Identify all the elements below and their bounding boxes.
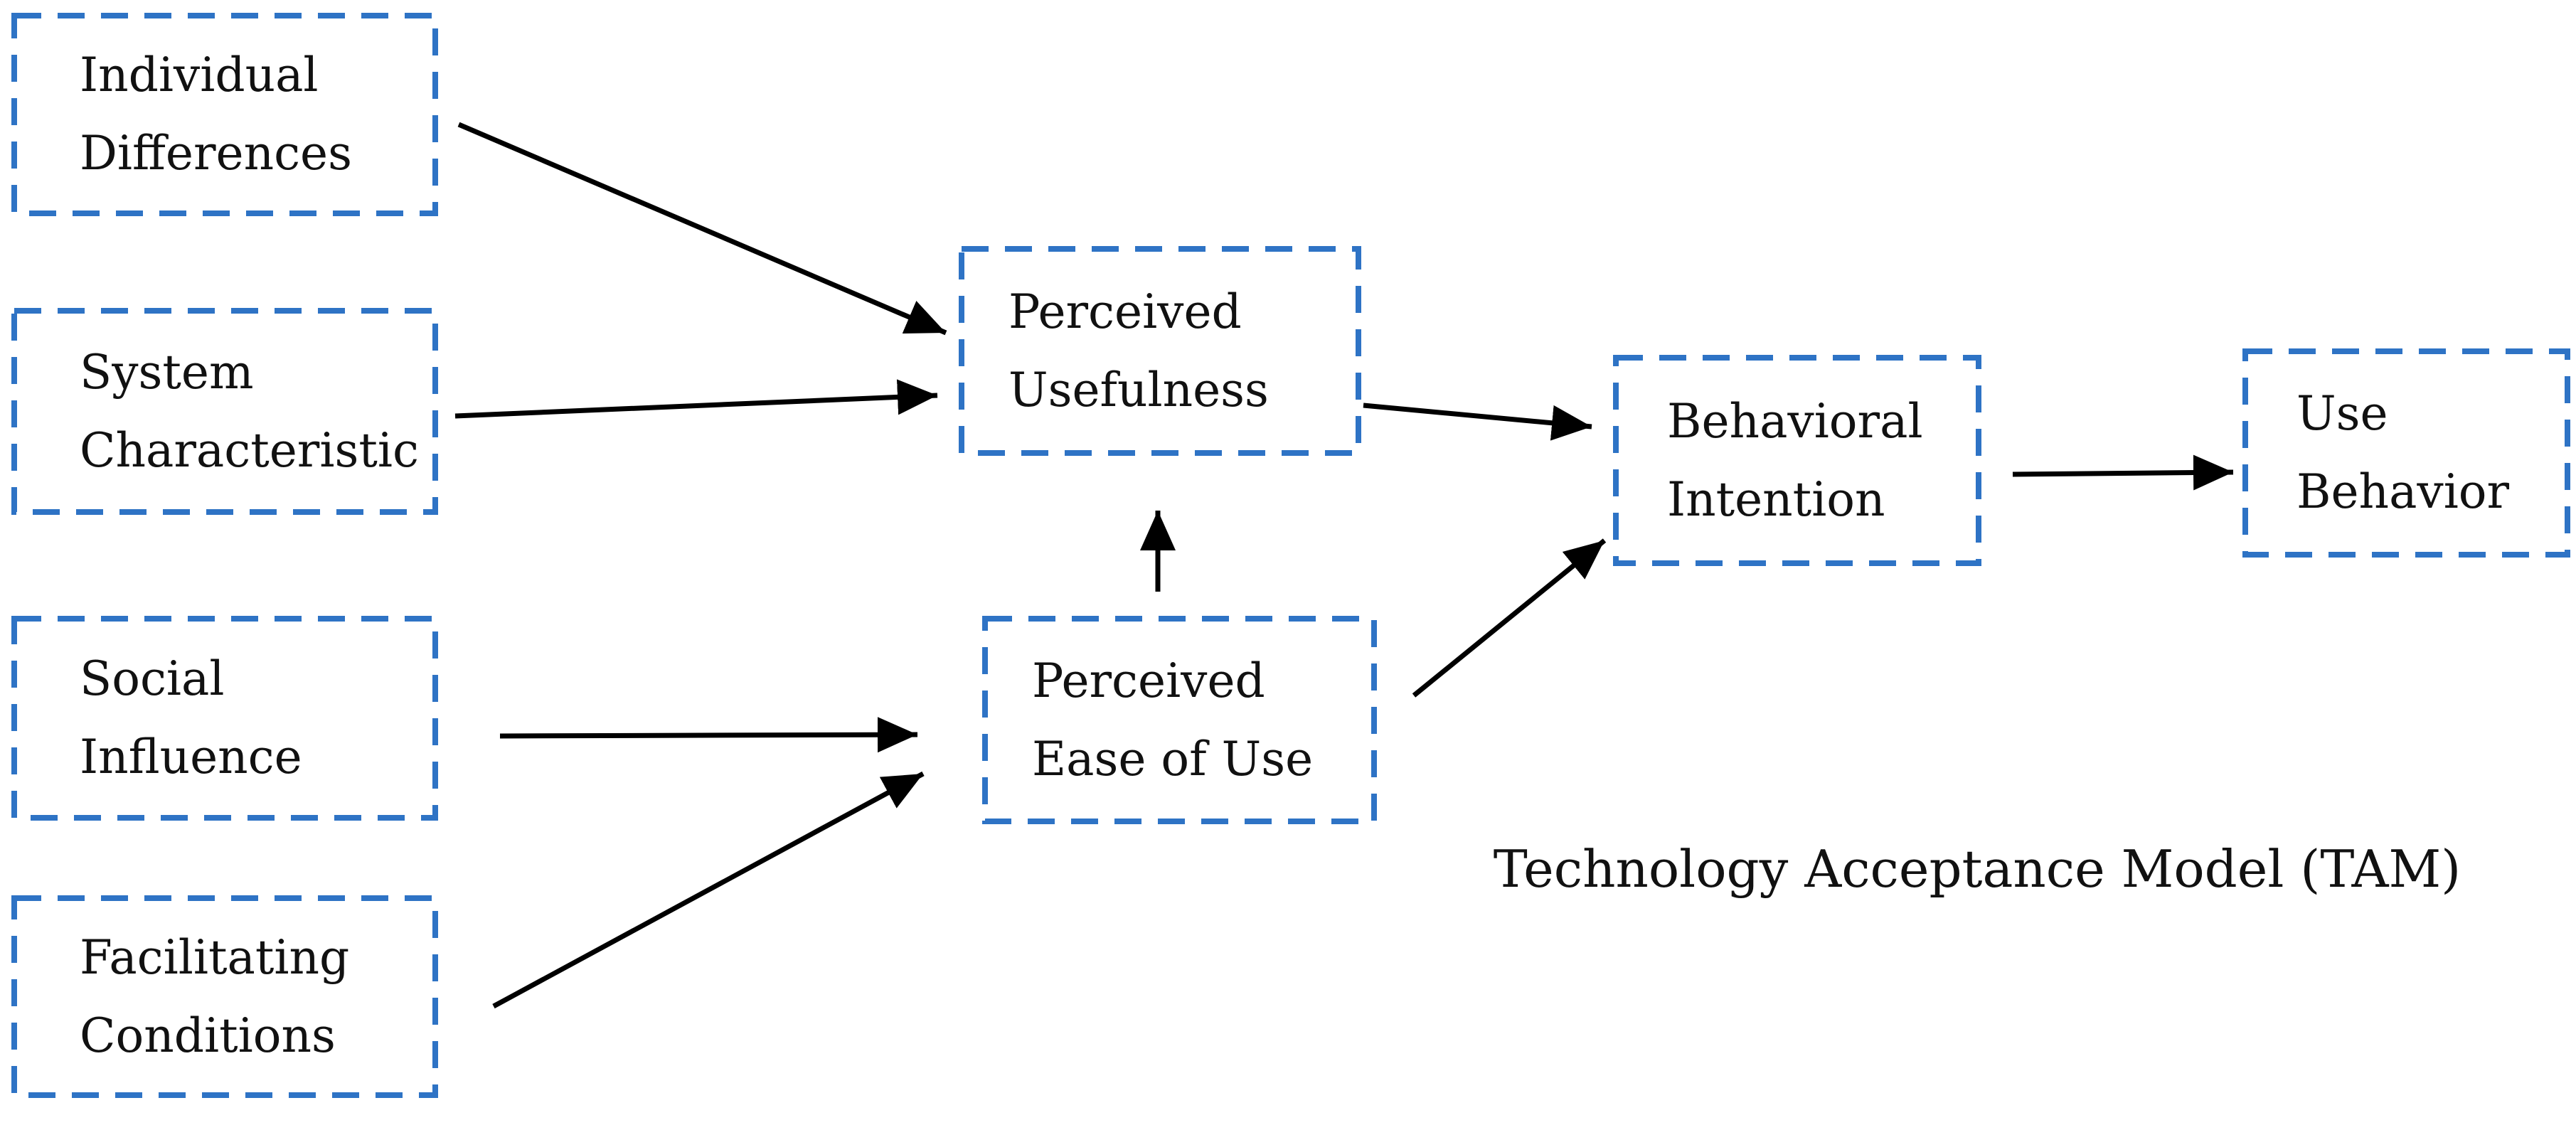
box-label-line: Usefulness xyxy=(1008,362,1269,417)
arrow-perceived-ease-of-use-to-behavioral-intention xyxy=(1412,538,1607,698)
arrow-individual-differences-to-perceived-usefulness xyxy=(457,122,947,336)
box-label-line: Behavior xyxy=(2296,464,2510,519)
behavioral-intention-label: Behavioral Intention xyxy=(1616,358,1979,563)
social-influence-box xyxy=(11,616,438,821)
box-label-line: Influence xyxy=(80,730,302,784)
box-label-line: Intention xyxy=(1667,471,1885,527)
system-characteristic-label: System Characteristic xyxy=(14,311,435,512)
arrow-system-characteristic-to-perceived-usefulness xyxy=(454,379,938,419)
box-label-line: Social xyxy=(80,651,225,706)
box-label-line: Perceived xyxy=(1032,653,1265,708)
box-label-line: Characteristic xyxy=(80,422,419,478)
system-characteristic-box xyxy=(11,308,438,515)
arrow-social-influence-to-perceived-ease-of-use xyxy=(499,717,918,753)
box-label-line: Perceived xyxy=(1008,284,1242,339)
box-label-line: Ease of Use xyxy=(1032,731,1314,787)
box-label-line: System xyxy=(80,344,254,400)
box-label-line: Individual xyxy=(80,48,319,102)
box-label-line: Use xyxy=(2296,386,2388,441)
individual-differences-box xyxy=(11,13,438,216)
use-behavior-label: Use Behavior xyxy=(2245,351,2567,555)
facilitating-conditions-label: Facilitating Conditions xyxy=(14,898,435,1095)
social-influence-label: Social Influence xyxy=(14,619,435,818)
perceived-ease-of-use-box xyxy=(982,616,1377,824)
arrow-perceived-usefulness-to-behavioral-intention xyxy=(1363,402,1592,441)
arrow-facilitating-conditions-to-perceived-ease-of-use xyxy=(492,771,925,1009)
behavioral-intention-box xyxy=(1613,355,1981,566)
box-label-line: Facilitating xyxy=(80,929,350,985)
box-label-line: Conditions xyxy=(80,1008,336,1063)
perceived-ease-of-use-label: Perceived Ease of Use xyxy=(985,619,1374,821)
facilitating-conditions-box xyxy=(11,895,438,1098)
box-label-line: Differences xyxy=(80,126,352,181)
figure-caption: Technology Acceptance Model (TAM) xyxy=(1493,839,2461,899)
arrow-behavioral-intention-to-use-behavior xyxy=(2012,454,2234,491)
box-label-line: Behavioral xyxy=(1667,393,1923,449)
perceived-usefulness-box xyxy=(959,246,1361,456)
perceived-usefulness-label: Perceived Usefulness xyxy=(962,249,1358,453)
individual-differences-label: Individual Differences xyxy=(14,16,435,213)
